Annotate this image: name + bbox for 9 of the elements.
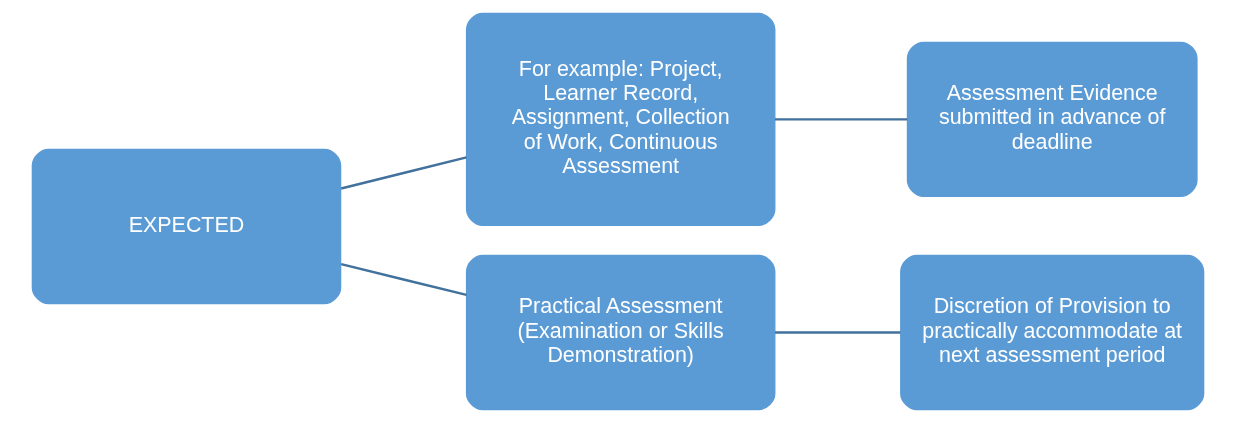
node-box: Discretion of Provision to practically accommodate at next assessment period (899, 254, 1204, 411)
connector (774, 331, 900, 334)
node-box: For example: Project, Learner Record, Assignment, Collection of Work, Continuous Assessment (465, 12, 775, 226)
connector (340, 263, 467, 297)
node-box: EXPECTED (31, 148, 341, 305)
node-box: Practical Assessment (Examination or Skills Demonstration) (465, 254, 775, 411)
connector (774, 118, 907, 121)
node-box: Assessment Evidence submitted in advance of deadline (906, 41, 1198, 198)
connector (340, 156, 467, 190)
